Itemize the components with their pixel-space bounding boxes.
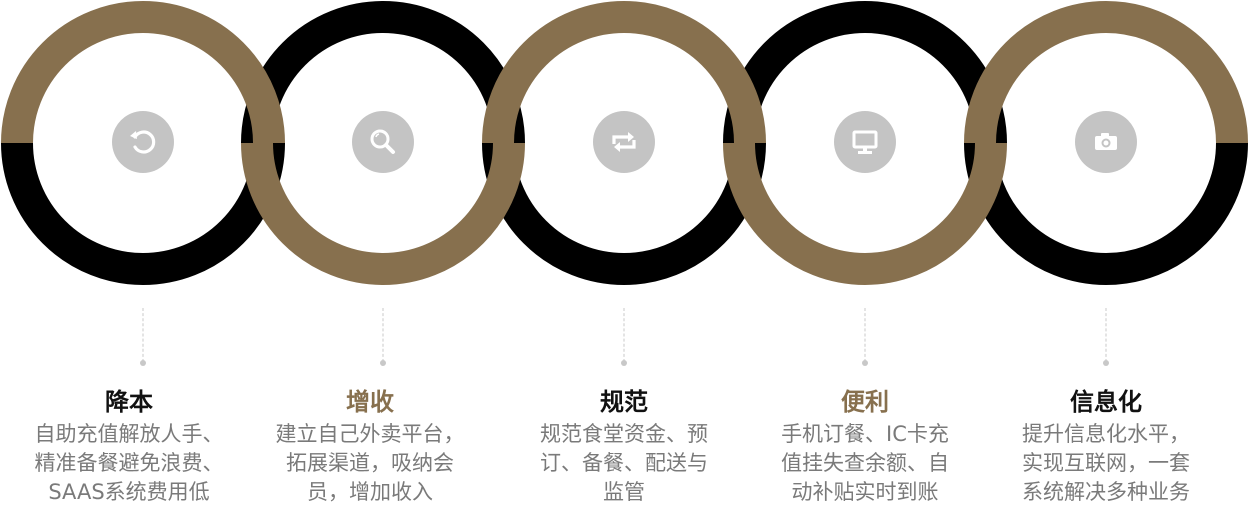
item-desc-line: 系统解决多种业务 — [1022, 480, 1190, 504]
item-title: 信息化 — [1070, 388, 1142, 416]
ring-4-bottom-arc — [723, 142, 1007, 285]
connector-dot-1 — [140, 360, 146, 366]
item-title: 便利 — [841, 388, 889, 416]
connector-line-4 — [864, 308, 866, 362]
item-desc-line: 精准备餐避免浪费、 — [34, 451, 224, 475]
connector-line-3 — [623, 308, 625, 362]
ring-2-bottom-arc — [241, 142, 525, 285]
connector-dot-2 — [380, 360, 386, 366]
connector-line-1 — [142, 308, 144, 362]
item-desc-line: 值挂失查余额、自 — [781, 451, 949, 475]
ring-5-top-arc — [964, 1, 1248, 144]
item-title: 降本 — [105, 388, 153, 416]
item-bianli: 便利 手机订餐、IC卡充 值挂失查余额、自 动补贴实时到账 — [749, 384, 981, 507]
item-desc-line: 规范食堂资金、预 — [540, 422, 708, 446]
connector-line-5 — [1105, 308, 1107, 362]
item-desc-line: SAAS系统费用低 — [48, 480, 210, 504]
item-desc-line: 员，增加收入 — [307, 480, 433, 504]
rings-graphic — [1, 1, 1248, 285]
item-jiangben: 降本 自助充值解放人手、 精准备餐避免浪费、 SAAS系统费用低 — [13, 384, 245, 507]
camera-icon — [1074, 110, 1138, 174]
item-guifan: 规范 规范食堂资金、预 订、备餐、配送与 监管 — [508, 384, 740, 507]
item-xinxihua: 信息化 提升信息化水平， 实现互联网，一套 系统解决多种业务 — [990, 384, 1222, 507]
item-desc-line: 动补贴实时到账 — [791, 480, 939, 504]
repeat-icon — [592, 110, 656, 174]
item-desc-line: 实现互联网，一套 — [1022, 451, 1190, 475]
item-desc-line: 订、备餐、配送与 — [540, 451, 708, 475]
search-icon — [351, 110, 415, 174]
refresh-icon — [111, 110, 175, 174]
connector-line-2 — [382, 308, 384, 362]
ring-1-top-arc — [1, 1, 285, 144]
item-desc-line: 自助充值解放人手、 — [34, 422, 224, 446]
connector-dot-5 — [1103, 360, 1109, 366]
item-title: 增收 — [346, 388, 394, 416]
connector-dot-4 — [862, 360, 868, 366]
connector-dot-3 — [621, 360, 627, 366]
item-zengshou: 增收 建立自己外卖平台， 拓展渠道，吸纳会 员，增加收入 — [254, 384, 486, 507]
item-desc-line: 拓展渠道，吸纳会 — [286, 451, 454, 475]
item-desc-line: 提升信息化水平， — [1022, 422, 1190, 446]
item-title: 规范 — [600, 388, 648, 416]
item-desc-line: 手机订餐、IC卡充 — [781, 422, 949, 446]
monitor-icon — [833, 110, 897, 174]
item-desc-line: 监管 — [603, 480, 645, 504]
ring-3-top-arc — [482, 1, 766, 144]
item-desc-line: 建立自己外卖平台， — [275, 422, 465, 446]
